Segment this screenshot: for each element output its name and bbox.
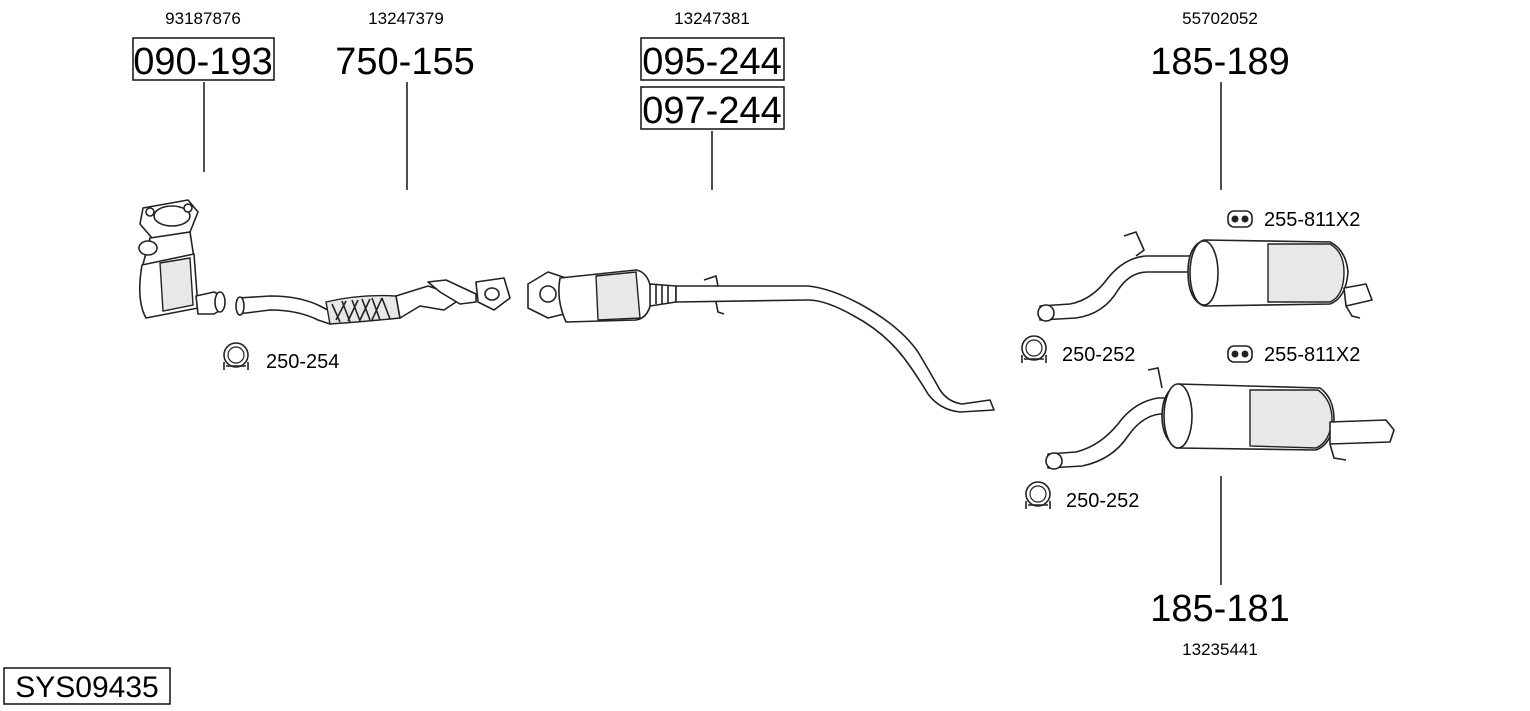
- rubber-hanger-icon: [1227, 210, 1253, 228]
- part-number-185-189[interactable]: 185-189: [1150, 41, 1289, 83]
- hanger-label-255-811x2-lower[interactable]: 255-811X2: [1264, 344, 1360, 366]
- front-pipe-drawing: [235, 277, 511, 325]
- part-number-097-244[interactable]: 097-244: [642, 90, 781, 132]
- system-number-box: [3, 667, 171, 705]
- catalytic-converter-drawing: [138, 199, 226, 319]
- rear-silencer-upper-drawing: [1037, 231, 1373, 322]
- part-number-090-193[interactable]: 090-193: [133, 41, 272, 83]
- rear-silencer-lower-drawing: [1045, 367, 1395, 470]
- middle-silencer-drawing: [527, 269, 995, 413]
- oe-number-090-193: 93187876: [165, 9, 241, 28]
- system-number: SYS09435: [15, 671, 158, 704]
- clamp-label-250-252-lower[interactable]: 250-252: [1066, 490, 1139, 512]
- clamp-icon: [1025, 481, 1051, 509]
- clamp-label-250-252-upper[interactable]: 250-252: [1062, 344, 1135, 366]
- clamp-label-250-254[interactable]: 250-254: [266, 351, 339, 373]
- oe-number-095-244: 13247381: [674, 9, 750, 28]
- part-number-750-155[interactable]: 750-155: [335, 41, 474, 83]
- part-box-097-244: [640, 86, 785, 130]
- clamp-icon: [1021, 335, 1047, 363]
- part-box-095-244: [640, 37, 785, 81]
- clamp-icon: [223, 342, 249, 370]
- part-number-185-181[interactable]: 185-181: [1150, 588, 1289, 630]
- part-box-090-193: [132, 37, 275, 81]
- oe-number-185-181: 13235441: [1182, 640, 1258, 659]
- oe-number-185-189: 55702052: [1182, 9, 1258, 28]
- part-number-095-244[interactable]: 095-244: [642, 41, 781, 83]
- hanger-label-255-811x2-upper[interactable]: 255-811X2: [1264, 209, 1360, 231]
- oe-number-750-155: 13247379: [368, 9, 444, 28]
- rubber-hanger-icon: [1227, 345, 1253, 363]
